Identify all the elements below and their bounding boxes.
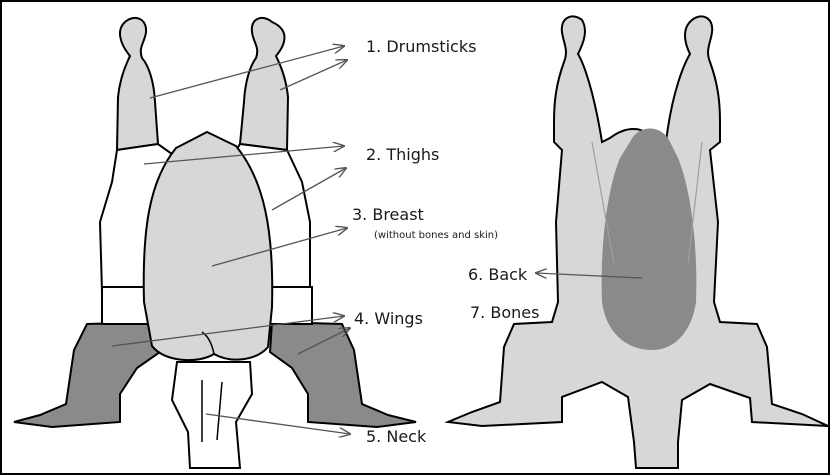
label-bones: 7. Bones: [470, 303, 539, 322]
label-thighs: 2. Thighs: [366, 145, 439, 164]
label-wings: 4. Wings: [354, 309, 423, 328]
label-drumsticks: 1. Drumsticks: [366, 37, 476, 56]
left-drumstick-part: [117, 18, 158, 150]
right-drumstick-part: [240, 18, 288, 150]
right-wing-part: [270, 322, 416, 427]
label-back: 6. Back: [468, 265, 528, 284]
chicken-back-view: [448, 16, 828, 468]
label-neck: 5. Neck: [366, 427, 427, 446]
chicken-front-view: [14, 18, 416, 468]
left-wing-part: [14, 322, 160, 427]
label-breast: 3. Breast: [352, 205, 424, 224]
label-breast-note: (without bones and skin): [374, 230, 498, 241]
arrow-drumsticks-right: [280, 60, 347, 90]
